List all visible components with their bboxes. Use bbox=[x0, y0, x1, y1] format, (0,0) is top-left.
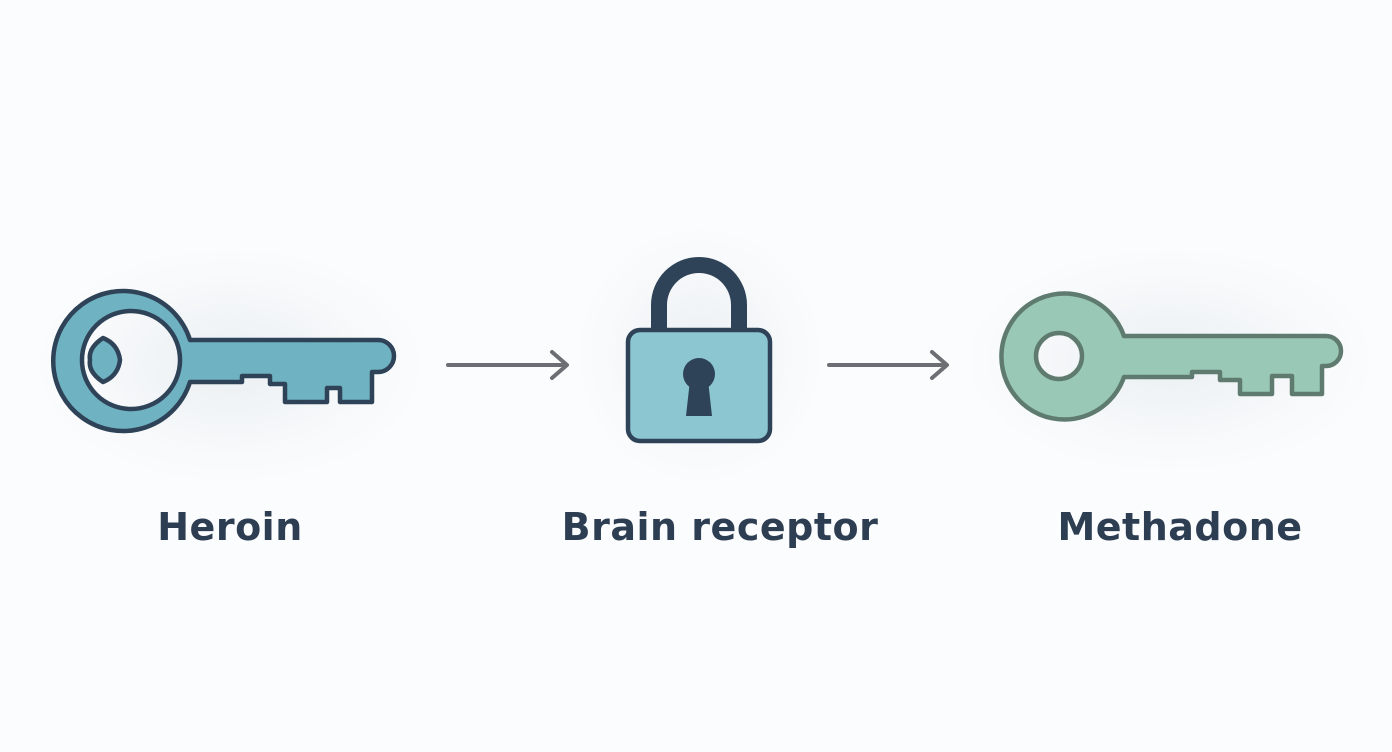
methadone-label: Methadone bbox=[1057, 505, 1303, 549]
arrow-heroin-to-receptor bbox=[446, 350, 569, 380]
brain-receptor-label: Brain receptor bbox=[561, 505, 879, 549]
keyhole-icon bbox=[683, 358, 715, 416]
arrow-receptor-to-methadone bbox=[827, 350, 949, 380]
heroin-key-icon bbox=[51, 288, 397, 434]
heroin-label: Heroin bbox=[157, 505, 303, 549]
heroin-key-shape bbox=[51, 288, 397, 434]
methadone-key-icon bbox=[999, 291, 1344, 422]
heroin-key-bit-notch bbox=[87, 335, 123, 385]
padlock-icon bbox=[625, 257, 773, 444]
methadone-key-shape bbox=[999, 291, 1344, 422]
padlock-shackle bbox=[651, 257, 747, 332]
